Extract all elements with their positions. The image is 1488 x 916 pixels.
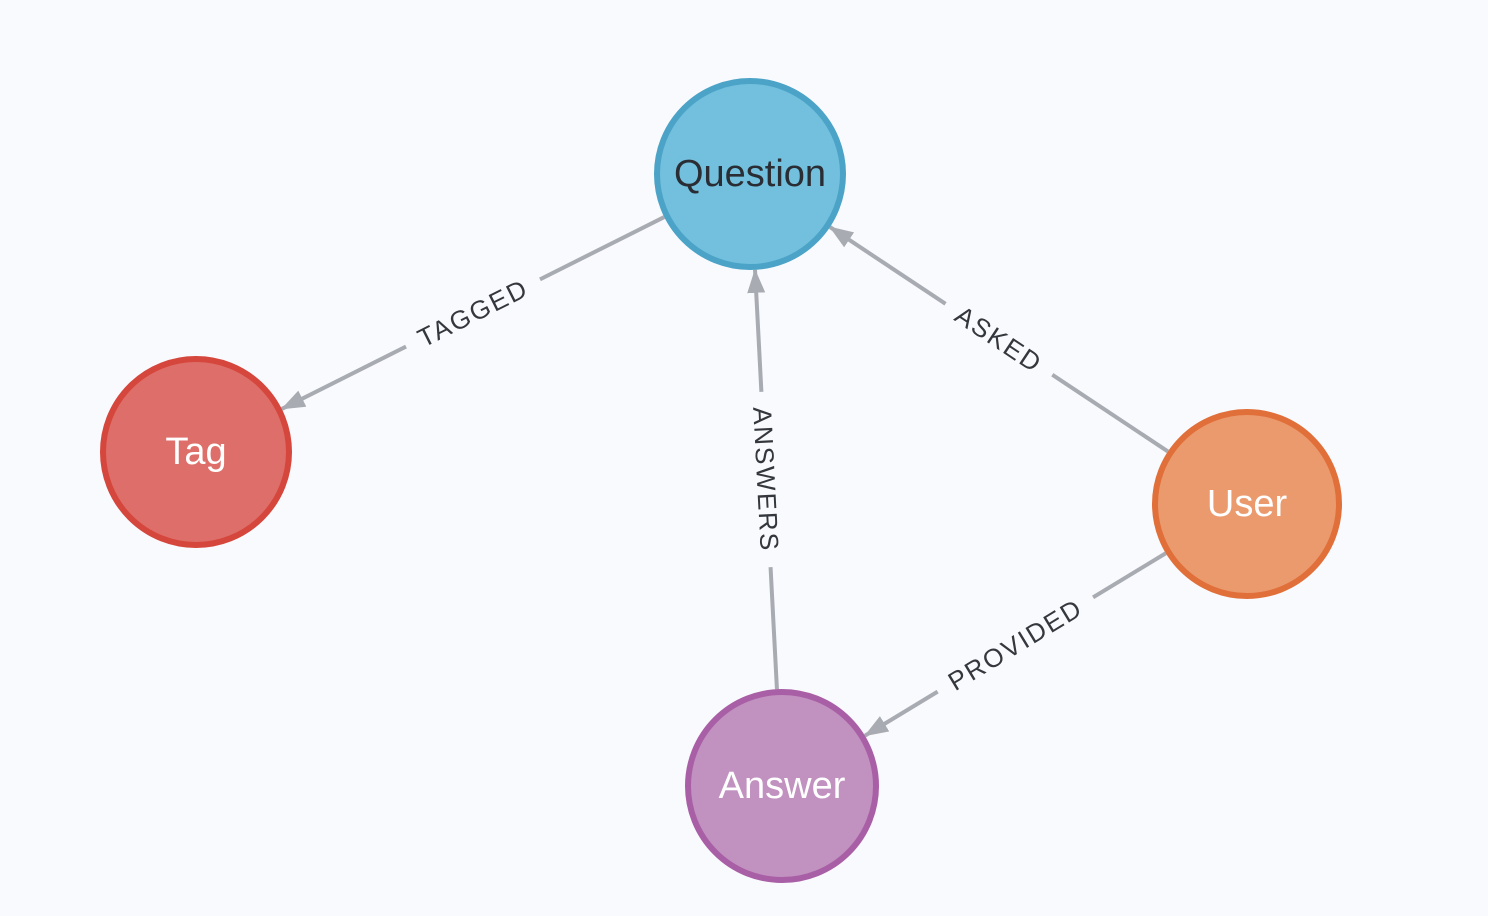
edge-answers-label-group: ANSWERS: [745, 391, 787, 568]
edge-provided-label-bg: [929, 583, 1102, 706]
node-user-label: User: [1207, 483, 1288, 525]
edge-tagged-label: TAGGED: [413, 273, 534, 353]
node-answer-circle[interactable]: [685, 689, 879, 883]
node-user-circle[interactable]: [1152, 409, 1342, 599]
edge-tagged-label-bg: [398, 265, 548, 361]
edge-asked[interactable]: ASKED: [828, 225, 1169, 454]
edge-asked-label-bg: [936, 290, 1062, 389]
node-question[interactable]: Question: [654, 78, 846, 270]
edge-asked-label-group: ASKED: [936, 290, 1062, 389]
node-question-label: Question: [674, 153, 826, 195]
edge-provided[interactable]: PROVIDED: [863, 551, 1167, 738]
node-answer[interactable]: Answer: [685, 689, 879, 883]
edge-answers[interactable]: ANSWERS: [745, 268, 787, 690]
edge-provided-label-group: PROVIDED: [929, 583, 1102, 706]
edge-tagged[interactable]: TAGGED: [280, 215, 666, 411]
edge-answers-label-bg: [745, 391, 787, 568]
node-user[interactable]: User: [1152, 409, 1342, 599]
node-tag[interactable]: Tag: [100, 356, 292, 548]
node-tag-circle[interactable]: [100, 356, 292, 548]
edge-asked-label: ASKED: [950, 300, 1048, 379]
edge-provided-label: PROVIDED: [943, 592, 1088, 696]
node-tag-label: Tag: [165, 431, 226, 473]
node-question-circle[interactable]: [654, 78, 846, 270]
node-answer-label: Answer: [719, 765, 846, 807]
edge-tagged-label-group: TAGGED: [398, 265, 548, 361]
